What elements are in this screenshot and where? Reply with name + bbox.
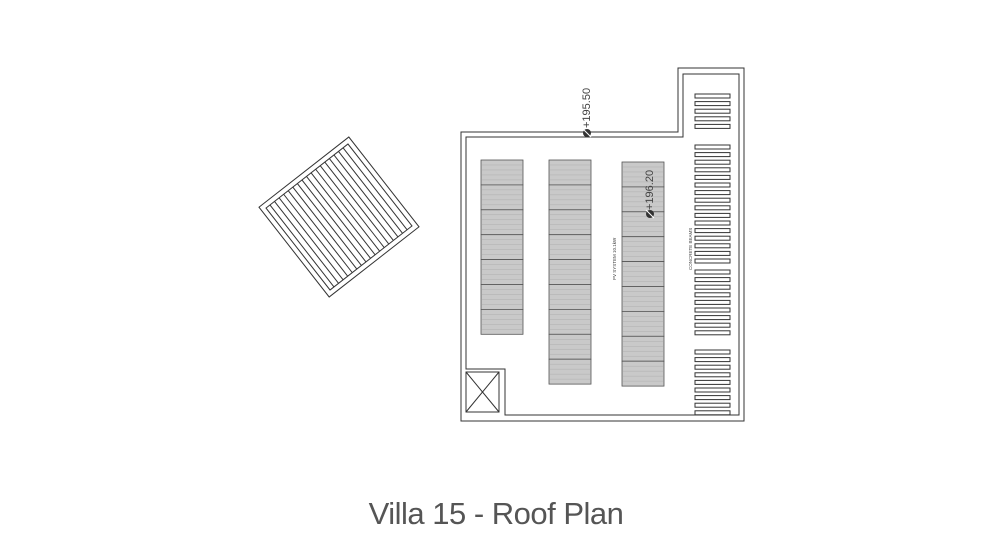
pergola-slat xyxy=(306,176,371,259)
pv-panel xyxy=(548,209,592,236)
beam-bar xyxy=(694,93,731,99)
beam-bar xyxy=(694,292,731,298)
beam-bar xyxy=(694,330,731,336)
pv-panel xyxy=(480,234,524,260)
pv-panel xyxy=(548,333,592,360)
pv-panel xyxy=(621,186,665,213)
beam-bar xyxy=(694,116,731,122)
pergola-slat xyxy=(287,190,353,273)
pv-panel xyxy=(548,184,592,211)
pv-panel xyxy=(480,284,524,310)
pv-panel xyxy=(621,211,665,238)
pergola-slat xyxy=(338,151,403,234)
beam-bar xyxy=(694,250,731,256)
pergola-slat xyxy=(328,158,394,241)
pv-panel-array xyxy=(480,159,665,387)
level-marker-mid xyxy=(645,209,655,219)
pergola-slat xyxy=(310,172,376,256)
pv-panel xyxy=(480,209,524,236)
beam-bar xyxy=(694,364,731,370)
beam-bar xyxy=(694,159,731,165)
beam-bar xyxy=(694,123,731,129)
beam-bar xyxy=(694,395,731,401)
beam-bar xyxy=(694,299,731,305)
beam-bar xyxy=(694,284,731,290)
beam-bar xyxy=(694,174,731,180)
pv-panel xyxy=(480,184,524,211)
pv-panel xyxy=(621,360,665,387)
beam-bar xyxy=(694,372,731,378)
pergola-slat xyxy=(296,183,362,266)
pv-panel xyxy=(548,259,592,285)
pergola-slats xyxy=(269,147,408,288)
beam-bar xyxy=(694,387,731,393)
beam-bar xyxy=(694,205,731,211)
pergola-slat xyxy=(301,179,367,263)
roof-outline-inner xyxy=(465,73,740,416)
beam-bar xyxy=(694,167,731,173)
pergola-slat xyxy=(278,197,344,281)
beam-bar xyxy=(694,197,731,203)
rotated-pergola xyxy=(258,136,420,298)
pv-panel xyxy=(480,159,524,186)
pergola-slat xyxy=(319,165,385,248)
pv-panel xyxy=(621,310,665,337)
pergola-slat xyxy=(333,154,399,238)
pv-panel xyxy=(548,284,592,310)
beam-bar xyxy=(694,322,731,328)
beam-bar xyxy=(694,277,731,283)
beam-bar xyxy=(694,307,731,313)
beam-bar xyxy=(694,152,731,158)
beam-bar xyxy=(694,235,731,241)
pv-panel xyxy=(480,308,524,335)
beam-bar xyxy=(694,315,731,321)
level-label-top: +195.50 xyxy=(581,88,593,128)
beam-bar xyxy=(694,144,731,150)
pv-panel xyxy=(621,335,665,362)
pv-panel xyxy=(548,308,592,335)
pergola-slat xyxy=(324,161,390,245)
beam-bar xyxy=(694,182,731,188)
pv-panel xyxy=(621,261,665,287)
beam-bar xyxy=(694,228,731,234)
pv-panel xyxy=(548,234,592,260)
pv-panel xyxy=(621,236,665,262)
beam-bar xyxy=(694,349,731,355)
concrete-beam-bars xyxy=(694,93,731,416)
beam-bar xyxy=(694,258,731,264)
pergola-slat xyxy=(315,168,381,252)
beam-bar xyxy=(694,190,731,196)
pergola-slat xyxy=(269,204,335,288)
beam-bar xyxy=(694,402,731,408)
level-marker-top xyxy=(582,128,592,138)
drawing-title: Villa 15 - Roof Plan xyxy=(368,496,624,531)
pergola-slat xyxy=(292,186,358,270)
pv-panel xyxy=(548,358,592,385)
pergola-slat xyxy=(274,201,339,284)
roof-outline-outer xyxy=(460,67,745,422)
beam-bar xyxy=(694,212,731,218)
pv-panel xyxy=(548,159,592,186)
beam-bar xyxy=(694,101,731,107)
shaft-box xyxy=(465,371,500,413)
pv-panel xyxy=(621,286,665,312)
beam-bar xyxy=(694,379,731,385)
pergola-slat xyxy=(342,147,408,231)
pergola-slat xyxy=(283,193,349,277)
beam-bar xyxy=(694,357,731,363)
pv-panel xyxy=(480,259,524,285)
beam-bar xyxy=(694,269,731,275)
beam-bar xyxy=(694,243,731,249)
level-label-mid: +196.20 xyxy=(644,170,656,210)
beam-bar xyxy=(694,410,731,416)
pv-panel xyxy=(621,161,665,188)
beam-bar xyxy=(694,108,731,114)
pv-system-label: PV SYSTEM 10.1kW xyxy=(612,237,617,280)
beam-bar xyxy=(694,220,731,226)
concrete-beams-label: CONCRETE BEAMS xyxy=(688,228,693,270)
